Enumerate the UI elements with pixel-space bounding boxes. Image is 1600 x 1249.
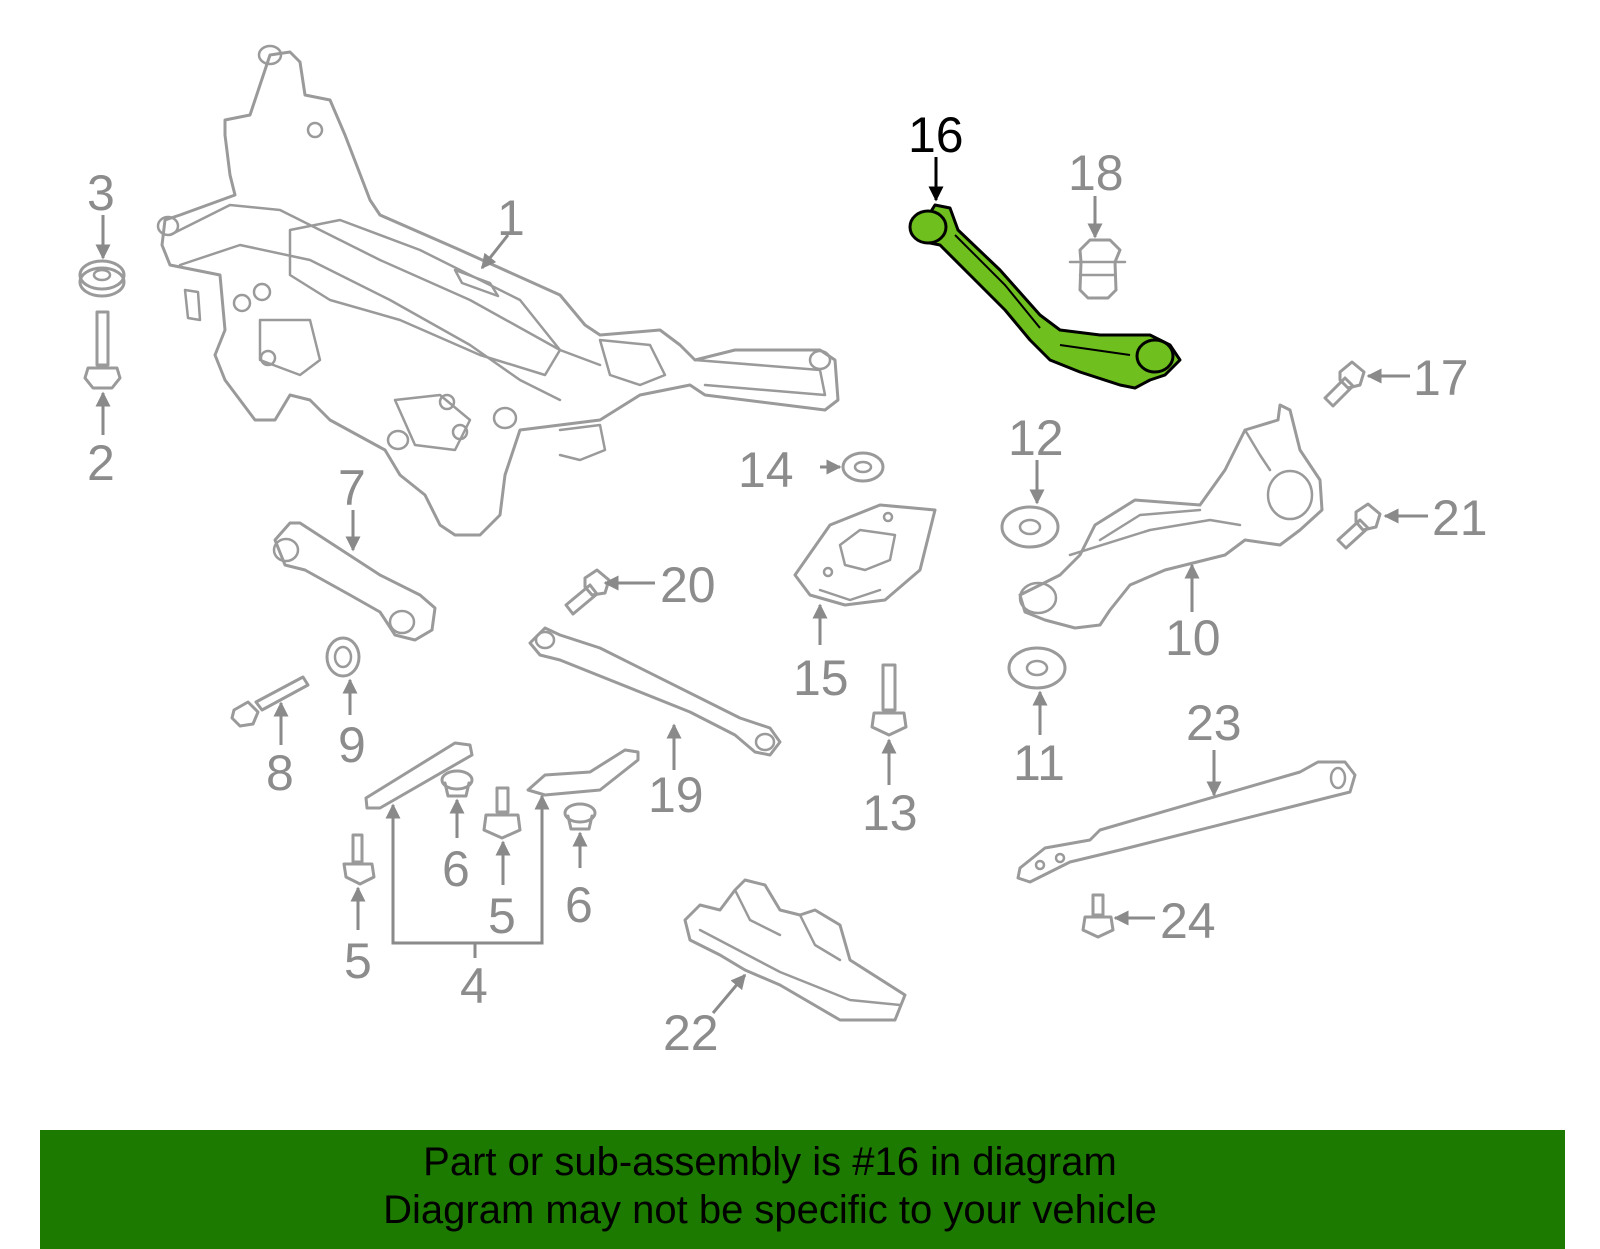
washer-part-12[interactable] bbox=[1000, 505, 1060, 549]
bolt-part-17[interactable] bbox=[1323, 360, 1366, 408]
callout-10: 10 bbox=[1165, 610, 1221, 666]
bracket-part-4[interactable] bbox=[364, 741, 640, 810]
callout-6b: 6 bbox=[565, 877, 593, 933]
callout-23: 23 bbox=[1186, 695, 1242, 751]
bolt-part-5b[interactable] bbox=[482, 786, 522, 840]
washer-part-3[interactable] bbox=[78, 259, 126, 298]
washer-part-14[interactable] bbox=[841, 451, 885, 483]
bolt-part-20[interactable] bbox=[564, 568, 611, 616]
lateral-link-part-19[interactable] bbox=[528, 626, 782, 757]
washer-part-11[interactable] bbox=[1007, 646, 1067, 690]
callout-8: 8 bbox=[266, 745, 294, 801]
bolt-part-21[interactable] bbox=[1336, 502, 1382, 550]
callout-21: 21 bbox=[1432, 490, 1488, 546]
callout-20: 20 bbox=[660, 557, 716, 613]
callout-5b: 5 bbox=[488, 888, 516, 944]
nut-part-6b[interactable] bbox=[563, 802, 597, 831]
callout-12: 12 bbox=[1008, 410, 1064, 466]
info-banner: Part or sub-assembly is #16 in diagram D… bbox=[40, 1130, 1565, 1249]
bushing-part-9[interactable] bbox=[325, 636, 361, 678]
callout-13: 13 bbox=[862, 785, 918, 841]
callout-24: 24 bbox=[1160, 893, 1216, 949]
bolt-part-24[interactable] bbox=[1081, 893, 1115, 939]
parts-diagram: 1 2 3 4 5 5 6 6 7 8 9 10 11 12 13 14 15 … bbox=[78, 44, 1488, 1061]
upper-arm-part-16[interactable] bbox=[908, 203, 1182, 390]
subframe-part-1[interactable] bbox=[156, 44, 840, 537]
callout-16: 16 bbox=[908, 107, 964, 163]
bracket-part-15[interactable] bbox=[793, 503, 937, 607]
callout-5a: 5 bbox=[344, 933, 372, 989]
callout-15: 15 bbox=[793, 650, 849, 706]
callout-labels: 1 2 3 4 5 5 6 6 7 8 9 10 11 12 13 14 15 … bbox=[87, 107, 1488, 1061]
link-part-23[interactable] bbox=[1016, 760, 1357, 884]
bolt-part-8[interactable] bbox=[230, 675, 310, 728]
leader-lines bbox=[95, 157, 1428, 1014]
upper-arm-bushing-right bbox=[1135, 338, 1175, 374]
bump-stop-part-18[interactable] bbox=[1068, 238, 1127, 300]
callout-3: 3 bbox=[87, 165, 115, 221]
upper-arm-body bbox=[916, 203, 1182, 390]
callout-18: 18 bbox=[1068, 145, 1124, 201]
bolt-part-2[interactable] bbox=[83, 310, 122, 390]
upper-arm-bushing-left bbox=[908, 209, 948, 245]
callout-11: 11 bbox=[1013, 735, 1065, 791]
bolt-part-13[interactable] bbox=[870, 663, 908, 737]
callout-19: 19 bbox=[648, 767, 704, 823]
callout-7: 7 bbox=[338, 460, 366, 516]
bolt-part-5a[interactable] bbox=[342, 833, 376, 886]
banner-part-note: Part or sub-assembly is #16 in diagram bbox=[423, 1140, 1117, 1184]
callout-4: 4 bbox=[460, 958, 488, 1014]
callout-22: 22 bbox=[663, 1005, 719, 1061]
callout-14: 14 bbox=[738, 442, 794, 498]
callout-1: 1 bbox=[497, 190, 525, 246]
callout-9: 9 bbox=[338, 717, 366, 773]
nut-part-6a[interactable] bbox=[440, 769, 474, 798]
callout-2: 2 bbox=[87, 435, 115, 491]
arm-part-7[interactable] bbox=[272, 521, 437, 642]
skid-plate-part-22[interactable] bbox=[683, 878, 907, 1022]
banner-disclaimer: Diagram may not be specific to your vehi… bbox=[383, 1188, 1157, 1232]
knuckle-part-10[interactable] bbox=[1018, 403, 1324, 630]
callout-17: 17 bbox=[1413, 350, 1469, 406]
callout-6a: 6 bbox=[442, 841, 470, 897]
